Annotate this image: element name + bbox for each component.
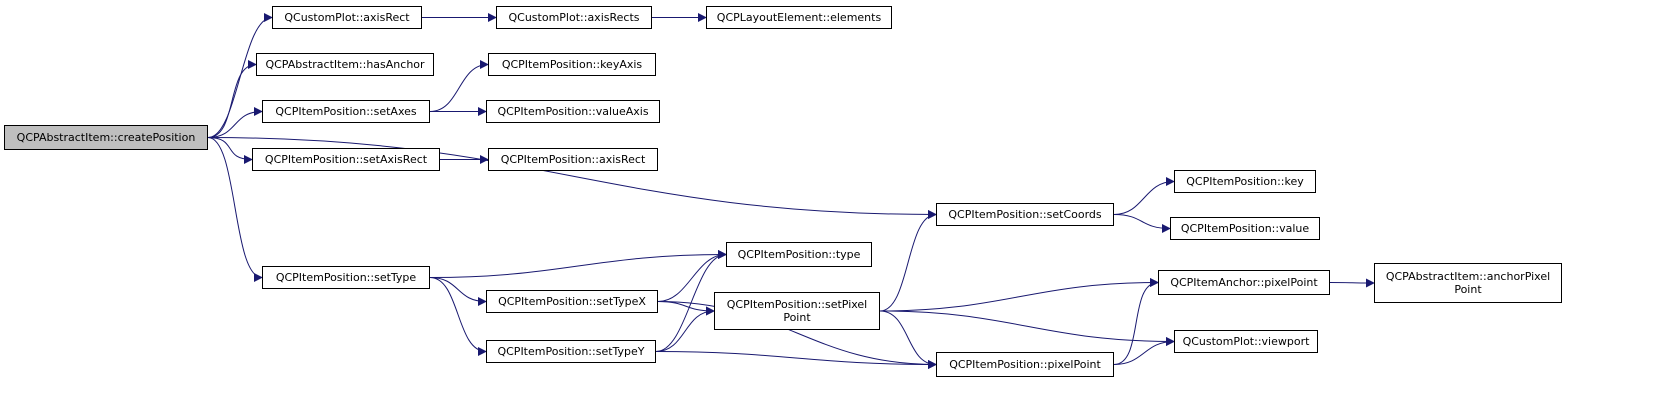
edge-createPosition-to-ip-setAxisRect	[207, 137, 253, 164]
node-label: QCPItemPosition::pixelPoint	[949, 358, 1101, 371]
node-label: QCustomPlot::viewport	[1182, 335, 1310, 348]
node-ip-axisRect[interactable]: QCPItemPosition::axisRect	[488, 148, 658, 171]
edge-createPosition-to-ip-setAxes	[207, 107, 263, 138]
node-ip-setAxes[interactable]: QCPItemPosition::setAxes	[262, 100, 430, 123]
edge-ip-setTypeX-to-ip-pixelPoint	[657, 301, 937, 369]
node-label: QCPAbstractItem::hasAnchor	[265, 58, 425, 71]
node-label: QCPItemPosition::value	[1180, 222, 1310, 235]
node-ip-setTypeX[interactable]: QCPItemPosition::setTypeX	[486, 290, 658, 313]
node-ai-hasAnchor[interactable]: QCPAbstractItem::hasAnchor	[256, 53, 434, 76]
node-cp-axisRects[interactable]: QCustomPlot::axisRects	[496, 6, 652, 29]
node-ip-key[interactable]: QCPItemPosition::key	[1174, 170, 1316, 193]
node-label: QCPItemPosition::setTypeY	[497, 345, 645, 358]
node-label: QCPItemPosition::setAxisRect	[264, 153, 428, 166]
node-ip-setPixelPoint[interactable]: QCPItemPosition::setPixel Point	[714, 292, 880, 330]
edge-ip-setPixelPoint-to-ip-setCoords	[879, 210, 937, 312]
node-label: QCPItemPosition::type	[737, 248, 861, 261]
node-ip-valueAxis[interactable]: QCPItemPosition::valueAxis	[486, 100, 660, 123]
node-label: QCPItemPosition::setAxes	[275, 105, 417, 118]
edge-createPosition-to-ip-setType	[207, 137, 263, 282]
node-ip-keyAxis[interactable]: QCPItemPosition::keyAxis	[488, 53, 656, 76]
node-label: QCPItemPosition::keyAxis	[501, 58, 643, 71]
edge-ip-setPixelPoint-to-cp-viewport	[879, 310, 1175, 346]
node-label: QCPItemPosition::setPixel Point	[726, 298, 868, 324]
node-ip-value[interactable]: QCPItemPosition::value	[1170, 217, 1320, 240]
node-le-elements[interactable]: QCPLayoutElement::elements	[706, 6, 892, 29]
node-label: QCPItemPosition::key	[1186, 175, 1304, 188]
node-ip-setCoords[interactable]: QCPItemPosition::setCoords	[936, 203, 1114, 226]
edge-ip-setType-to-ip-setTypeY	[429, 277, 487, 356]
node-createPosition[interactable]: QCPAbstractItem::createPosition	[4, 125, 208, 150]
edge-ip-setAxes-to-ip-keyAxis	[429, 60, 489, 112]
node-ia-pixelPoint[interactable]: QCPItemAnchor::pixelPoint	[1158, 270, 1330, 295]
edge-ip-pixelPoint-to-ia-pixelPoint	[1113, 278, 1159, 365]
edge-ip-setCoords-to-ip-value	[1113, 214, 1171, 233]
edge-ia-pixelPoint-to-ai-anchorPixelPoint	[1329, 278, 1375, 288]
edge-ip-setTypeY-to-ip-pixelPoint	[655, 351, 937, 369]
node-label: QCPItemPosition::setTypeX	[498, 295, 646, 308]
node-label: QCPItemPosition::valueAxis	[497, 105, 649, 118]
node-label: QCPItemPosition::setType	[275, 271, 417, 284]
edge-createPosition-to-ip-setCoords	[207, 137, 937, 219]
edge-ip-setCoords-to-ip-key	[1113, 177, 1175, 215]
node-ip-pixelPoint[interactable]: QCPItemPosition::pixelPoint	[936, 352, 1114, 377]
edge-createPosition-to-cp-axisRect	[207, 13, 273, 138]
edge-ip-setTypeY-to-ip-type	[655, 250, 727, 352]
edge-ip-pixelPoint-to-cp-viewport	[1113, 337, 1175, 365]
node-ip-setTypeY[interactable]: QCPItemPosition::setTypeY	[486, 340, 656, 363]
node-cp-viewport[interactable]: QCustomPlot::viewport	[1174, 330, 1318, 353]
node-ip-type[interactable]: QCPItemPosition::type	[726, 242, 872, 267]
node-ip-setAxisRect[interactable]: QCPItemPosition::setAxisRect	[252, 148, 440, 171]
edge-ip-setPixelPoint-to-ia-pixelPoint	[879, 278, 1159, 312]
node-ip-setType[interactable]: QCPItemPosition::setType	[262, 266, 430, 289]
edge-createPosition-to-ai-hasAnchor	[207, 60, 257, 138]
node-label: QCPItemPosition::setCoords	[948, 208, 1102, 221]
node-label: QCPAbstractItem::createPosition	[16, 131, 196, 144]
edge-ip-setType-to-ip-setTypeX	[429, 277, 487, 306]
node-cp-axisRect[interactable]: QCustomPlot::axisRect	[272, 6, 422, 29]
node-label: QCPItemPosition::axisRect	[500, 153, 646, 166]
node-label: QCustomPlot::axisRect	[284, 11, 410, 24]
edge-ip-setTypeY-to-ip-setPixelPoint	[655, 306, 715, 352]
node-label: QCPItemAnchor::pixelPoint	[1170, 276, 1318, 289]
edge-ip-setTypeX-to-ip-type	[657, 250, 727, 302]
node-label: QCPLayoutElement::elements	[716, 11, 882, 24]
node-label: QCPAbstractItem::anchorPixel Point	[1385, 270, 1551, 296]
node-label: QCustomPlot::axisRects	[508, 11, 640, 24]
edge-ip-setType-to-ip-type	[429, 250, 727, 278]
edge-ip-setPixelPoint-to-ip-pixelPoint	[879, 310, 937, 369]
node-ai-anchorPixelPoint[interactable]: QCPAbstractItem::anchorPixel Point	[1374, 263, 1562, 303]
